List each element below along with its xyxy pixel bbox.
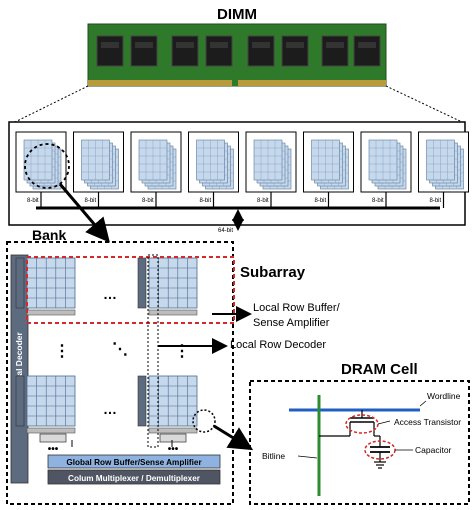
bank-title: Bank <box>32 227 66 243</box>
chip-width-label: 8-bit <box>85 198 97 204</box>
local-row-buffer <box>26 427 76 434</box>
bank-box <box>6 241 234 505</box>
vertical-dots-left: ⋮ <box>54 343 70 360</box>
chip-width-label: 8-bit <box>257 198 269 204</box>
subarray <box>137 375 198 434</box>
zoom-line-left <box>14 85 89 123</box>
column-multiplexer-label: Colum Multiplexer / Demultiplexer <box>68 474 201 483</box>
global-row-buffer-label: Global Row Buffer/Sense Amplifier <box>66 458 202 467</box>
capacitor-label: Capacitor <box>415 445 452 455</box>
chip-width-label: 8-bit <box>200 198 212 204</box>
column-multiplexer: Colum Multiplexer / Demultiplexer <box>47 469 221 485</box>
memory-chip <box>418 131 469 193</box>
local-row-buffer-label-1: Local Row Buffer/ <box>253 302 341 314</box>
dimm-title: DIMM <box>217 6 257 23</box>
cell-zoom-arrow <box>213 424 254 451</box>
dimm-chip <box>205 35 233 67</box>
local-row-buffer <box>26 309 76 316</box>
local-row-decoder-label: Local Row Decoder <box>230 339 326 351</box>
cell-array <box>26 257 76 309</box>
dimm-chip <box>96 35 124 67</box>
dimm-chip <box>130 35 158 67</box>
dimm-module <box>87 23 387 87</box>
svg-text:•••: ••• <box>48 444 59 455</box>
subarray-title: Subarray <box>240 264 306 281</box>
memory-chip <box>73 131 124 193</box>
memory-chip <box>360 131 412 193</box>
zoom-line-right <box>385 85 463 123</box>
svg-text:•••: ••• <box>168 444 179 455</box>
bank-zoom-circle <box>24 143 70 189</box>
local-row-buffer <box>148 427 198 434</box>
dimm-chip <box>321 35 349 67</box>
vertical-dots-right: ⋮ <box>174 343 190 360</box>
local-row-decoder <box>15 375 25 427</box>
diagonal-dots: ⋱ <box>112 341 128 358</box>
local-row-buffer-label-2: Sense Amplifier <box>253 317 330 329</box>
cell-array <box>148 257 198 309</box>
cell-array <box>148 375 198 427</box>
local-row-decoder-highlight <box>147 254 159 448</box>
chip-width-label: 8-bit <box>27 198 39 204</box>
chip-width-label: 8-bit <box>142 198 154 204</box>
local-row-decoder <box>15 257 25 309</box>
dram-cell-title: DRAM Cell <box>341 361 418 378</box>
dimm-chip <box>247 35 275 67</box>
dram-cell-box <box>249 380 470 505</box>
dimm-chip <box>353 35 381 67</box>
local-mux: ••• <box>39 433 67 455</box>
wordline-label: Wordline <box>427 391 461 401</box>
local-row-buffer <box>148 309 198 316</box>
cell-zoom-circle <box>192 409 216 433</box>
chip-width-label: 8-bit <box>372 198 384 204</box>
horizontal-dots-bottom: … <box>103 401 117 417</box>
memory-chip <box>245 131 297 193</box>
chip-width-label: 8-bit <box>430 198 442 204</box>
horizontal-dots-top: … <box>103 286 117 302</box>
memory-chip <box>130 131 182 193</box>
local-row-decoder <box>137 375 147 427</box>
memory-chip <box>303 131 354 193</box>
bank-zoom-arrow <box>58 183 110 243</box>
bus-width-label: 64-bit <box>218 228 233 234</box>
dram-cell-circuit <box>289 395 427 496</box>
cell-array <box>26 375 76 427</box>
global-decoder-label: Global Decoder <box>14 331 24 395</box>
memory-chip <box>15 131 67 193</box>
memory-chip <box>188 131 239 193</box>
local-row-decoder <box>137 257 147 309</box>
bitline-label: Bitline <box>262 451 285 461</box>
dimm-chip <box>281 35 309 67</box>
dimm-chip <box>171 35 199 67</box>
subarray-highlight <box>26 256 235 324</box>
subarray <box>15 257 76 316</box>
subarray <box>137 257 198 316</box>
local-mux: ••• <box>159 433 187 455</box>
global-row-buffer: Global Row Buffer/Sense Amplifier <box>47 454 221 469</box>
access-transistor-label: Access Transistor <box>394 417 461 427</box>
subarray <box>15 375 76 434</box>
chip-width-label: 8-bit <box>315 198 327 204</box>
